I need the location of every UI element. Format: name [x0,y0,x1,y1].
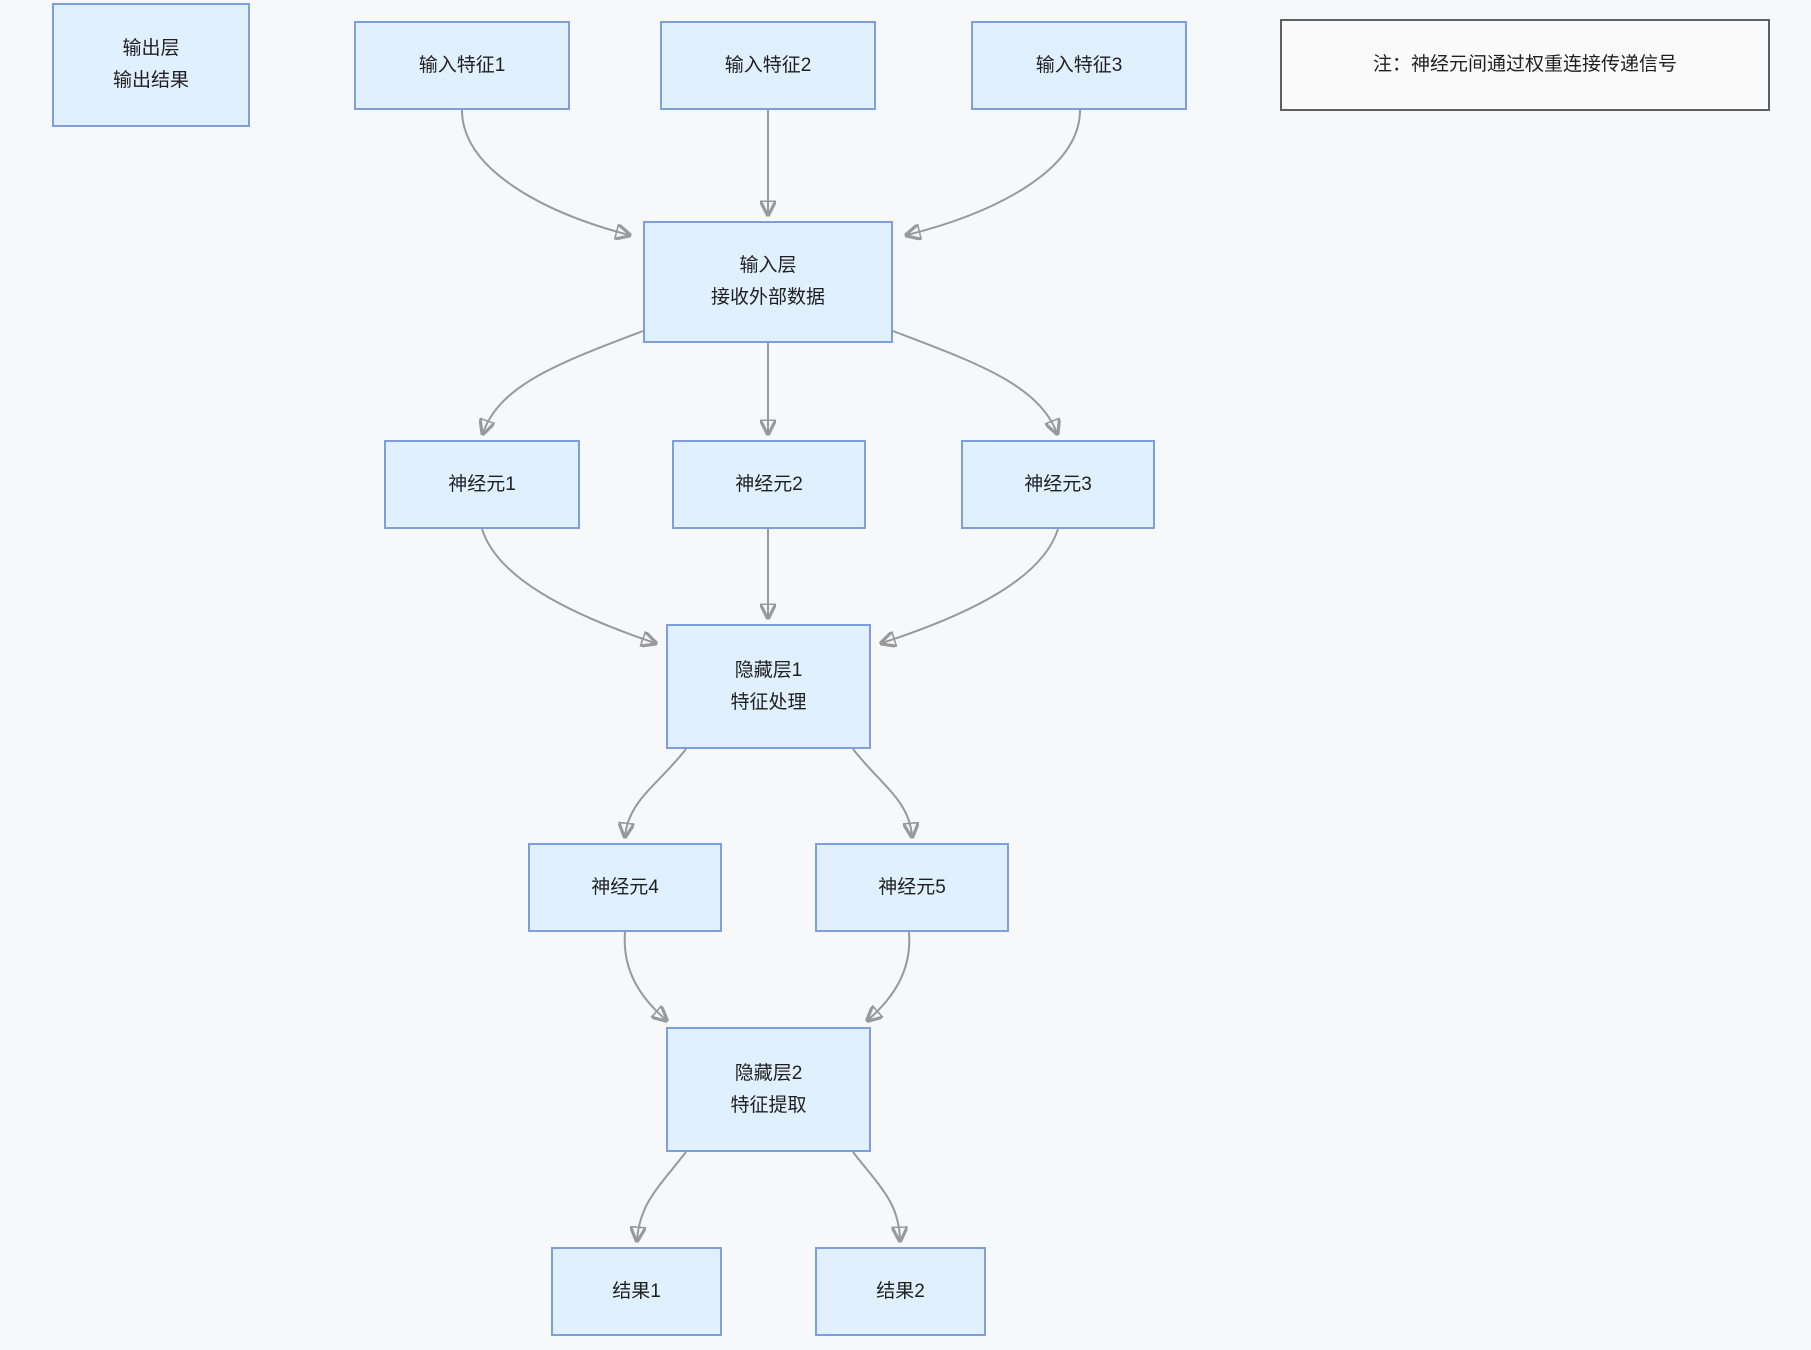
node-output-layer-line1: 输出层 [122,38,180,59]
node-neuron4-label: 神经元4 [591,876,659,898]
node-neuron4: 神经元4 [528,843,722,932]
node-hidden-layer1-line1: 隐藏层1 [734,659,803,681]
node-input-feature3: 输入特征3 [971,21,1187,110]
node-neuron2-label: 神经元2 [735,473,803,495]
node-hidden-layer2-line2: 特征提取 [730,1094,807,1116]
edge-hidden1-to-neuron5 [852,748,912,836]
edge-hidden1-to-neuron4 [625,748,687,836]
edge-neuron4-to-hidden2 [623,931,666,1020]
note-box: 注：神经元间通过权重连接传递信号 [1280,19,1770,111]
edge-input-layer-to-neuron3 [892,330,1057,433]
node-result2-label: 结果2 [876,1280,925,1302]
edge-hidden2-to-result1 [637,1151,687,1240]
node-input-layer-line1: 输入层 [739,255,797,276]
edge-neuron5-to-hidden2 [868,931,911,1020]
note-text: 注：神经元间通过权重连接传递信号 [1372,54,1677,75]
node-neuron3: 神经元3 [961,440,1155,529]
node-input-layer-line2: 接收外部数据 [710,287,825,308]
node-neuron1: 神经元1 [384,440,580,529]
edge-hidden2-to-result2 [852,1151,900,1240]
node-hidden-layer2: 隐藏层2 特征提取 [666,1027,871,1152]
node-result1: 结果1 [551,1247,722,1336]
node-neuron5-label: 神经元5 [878,876,946,898]
node-hidden-layer1: 隐藏层1 特征处理 [666,624,871,749]
edge-neuron3-to-hidden1 [882,528,1059,643]
node-result2: 结果2 [815,1247,986,1336]
node-neuron5: 神经元5 [815,843,1009,932]
node-neuron3-label: 神经元3 [1024,473,1092,495]
edge-input-layer-to-neuron1 [483,330,644,433]
node-input-feature1-label: 输入特征1 [418,54,506,76]
edge-neuron1-to-hidden1 [481,528,655,643]
edge-feature3-to-input-layer [907,109,1081,235]
node-input-layer: 输入层 接收外部数据 [643,221,893,343]
node-hidden-layer1-line2: 特征处理 [730,691,807,713]
node-input-feature1: 输入特征1 [354,21,570,110]
node-input-feature3-label: 输入特征3 [1035,54,1123,76]
node-output-layer: 输出层 输出结果 [52,3,250,127]
node-result1-label: 结果1 [612,1280,661,1302]
node-hidden-layer2-line1: 隐藏层2 [734,1062,803,1084]
node-input-feature2: 输入特征2 [660,21,876,110]
node-neuron1-label: 神经元1 [448,473,516,495]
edge-feature1-to-input-layer [461,109,629,235]
node-neuron2: 神经元2 [672,440,866,529]
node-input-feature2-label: 输入特征2 [724,54,812,76]
node-output-layer-line2: 输出结果 [112,70,189,91]
